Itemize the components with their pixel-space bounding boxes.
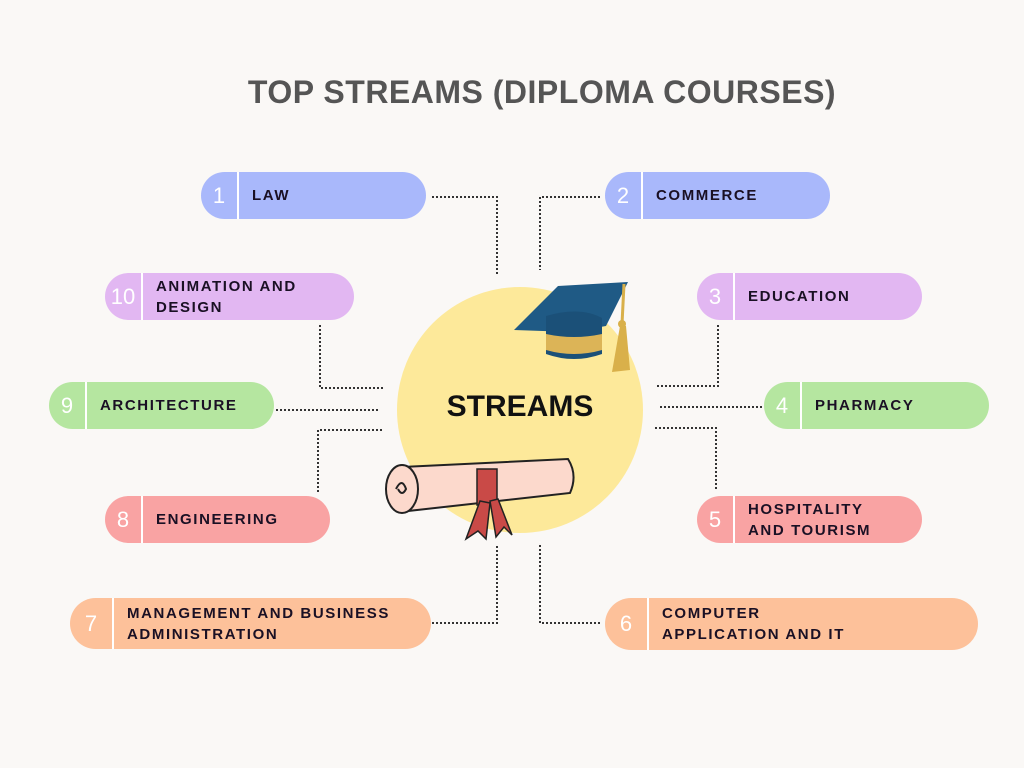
- stream-number: 1: [201, 172, 239, 219]
- connector-animation: [319, 325, 383, 389]
- stream-label: EDUCATION: [748, 288, 851, 305]
- stream-number: 8: [105, 496, 143, 543]
- stream-pill-pharmacy[interactable]: 4 PHARMACY: [764, 382, 989, 429]
- stream-pill-education[interactable]: 3 EDUCATION: [697, 273, 922, 320]
- page-title: TOP STREAMS (DIPLOMA COURSES): [247, 74, 837, 110]
- graduation-cap-icon: [514, 282, 630, 372]
- stream-pill-law[interactable]: 1 LAW: [201, 172, 426, 219]
- connector-commerce: [539, 196, 600, 270]
- stream-label: COMMERCE: [656, 187, 758, 204]
- connector-hospitality: [655, 427, 717, 490]
- stream-number: 5: [697, 496, 735, 543]
- stream-pill-engineering[interactable]: 8 ENGINEERING: [105, 496, 330, 543]
- stream-number: 4: [764, 382, 802, 429]
- connector-education: [657, 325, 719, 387]
- stream-number: 2: [605, 172, 643, 219]
- center-label: STREAMS: [446, 390, 594, 423]
- stream-number: 3: [697, 273, 735, 320]
- stream-pill-architecture[interactable]: 9 ARCHITECTURE: [49, 382, 274, 429]
- stream-label: HOSPITALITY AND TOURISM: [748, 500, 872, 539]
- connector-computer: [539, 545, 600, 624]
- stream-pill-commerce[interactable]: 2 COMMERCE: [605, 172, 830, 219]
- stream-label: ARCHITECTURE: [100, 397, 238, 414]
- stream-number: 7: [70, 598, 114, 649]
- stream-label: ENGINEERING: [156, 511, 279, 528]
- stream-label: LAW: [252, 187, 291, 204]
- connector-law: [432, 196, 498, 275]
- stream-pill-hospitality[interactable]: 5 HOSPITALITY AND TOURISM: [697, 496, 922, 543]
- stream-pill-computer[interactable]: 6 COMPUTER APPLICATION AND IT: [605, 598, 978, 650]
- connector-engineering: [317, 429, 383, 492]
- stream-label: ANIMATION AND DESIGN: [156, 277, 297, 316]
- stream-pill-management[interactable]: 7 MANAGEMENT AND BUSINESS ADMINISTRATION: [70, 598, 431, 649]
- diploma-scroll-icon: [385, 457, 575, 541]
- stream-label: MANAGEMENT AND BUSINESS ADMINISTRATION: [127, 604, 390, 643]
- stream-pill-animation[interactable]: 10 ANIMATION AND DESIGN: [105, 273, 354, 320]
- connector-management: [432, 545, 498, 624]
- stream-number: 10: [105, 273, 143, 320]
- stream-number: 6: [605, 598, 649, 650]
- stream-label: PHARMACY: [815, 397, 915, 414]
- stream-label: COMPUTER APPLICATION AND IT: [662, 605, 845, 643]
- stream-number: 9: [49, 382, 87, 429]
